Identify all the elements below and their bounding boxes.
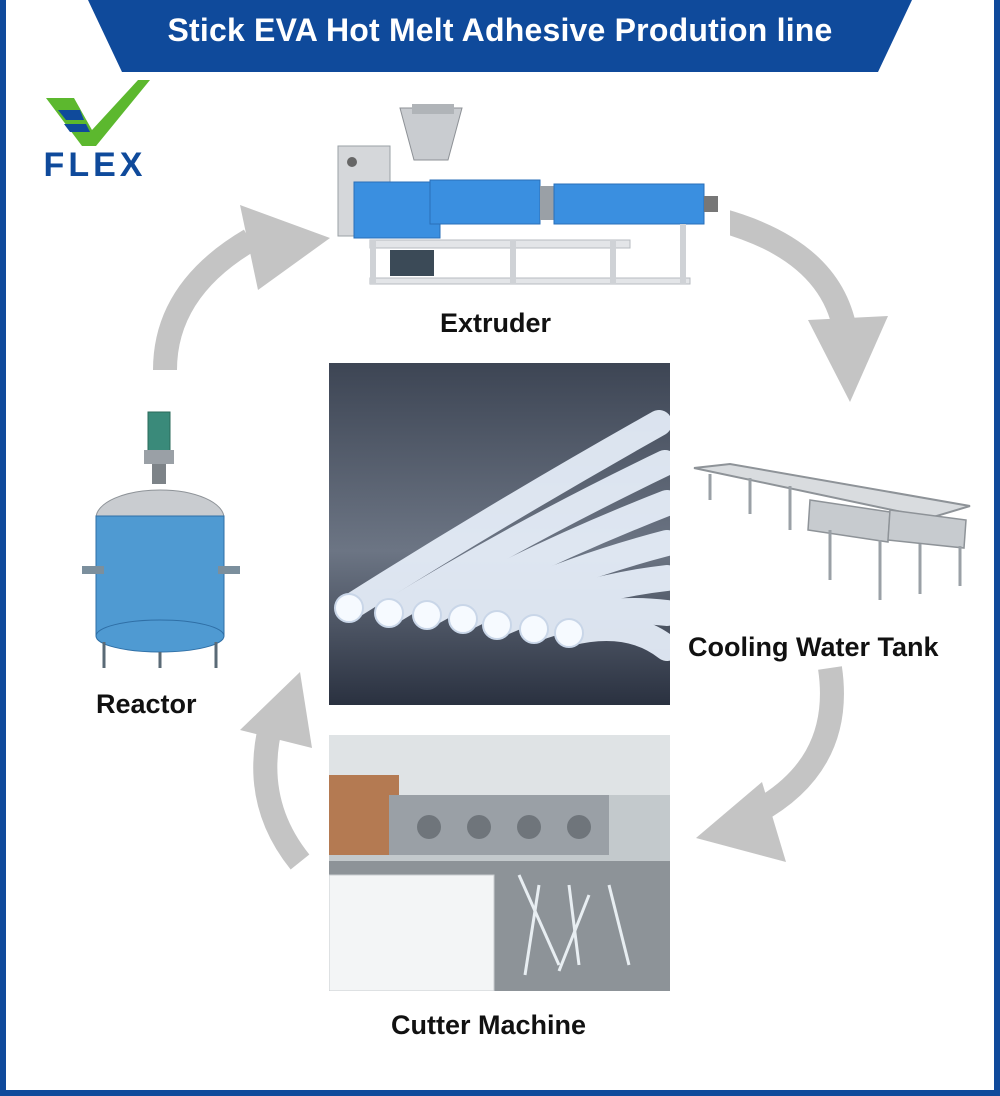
reactor-label: Reactor [96,689,197,719]
logo-text: FLEX [43,146,147,184]
cutter-machine-image [329,735,670,991]
cooling-tank-image [690,460,975,610]
cooling-tank-label: Cooling Water Tank [688,632,939,662]
glue-sticks-image [329,363,670,705]
extruder-label: Extruder [440,308,552,338]
flex-logo: FLEX [40,80,150,184]
extruder-image [330,100,730,300]
flex-logo-check-icon [46,80,150,146]
page-title: Stick EVA Hot Melt Adhesive Prodution li… [167,12,833,48]
cutter-machine-label: Cutter Machine [391,1010,587,1040]
reactor-image [78,410,243,672]
title-banner: Stick EVA Hot Melt Adhesive Prodution li… [88,0,912,72]
